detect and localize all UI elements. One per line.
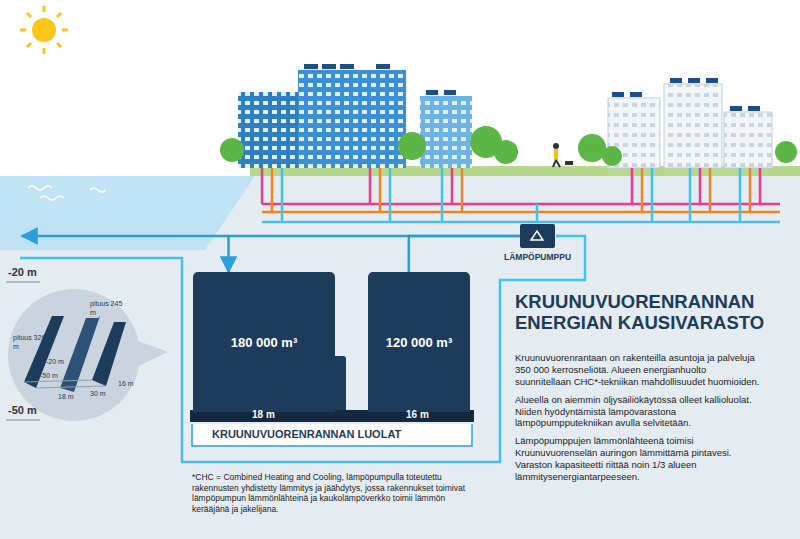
sun [20, 6, 68, 54]
dimension: 30 m [90, 390, 106, 399]
dimension: 18 m [252, 409, 275, 422]
dimension: pituus 245 m [90, 300, 124, 318]
body-text: Kruunuvuorenrantaan on rakenteilla asunt… [515, 352, 763, 388]
dimension: 16 m [118, 380, 134, 389]
dimension: -50 m [40, 372, 58, 381]
inset [8, 289, 168, 421]
body-text: Alueella on aiemmin öljysäiliökäytössä o… [515, 394, 763, 430]
lake [0, 176, 255, 250]
depth-label: -20 m [8, 266, 37, 280]
cavern-tank: 120 000 m³ [368, 272, 470, 412]
footnote: *CHC = Combined Heating and Cooling, läm… [192, 472, 484, 515]
dimension: -20 m [46, 358, 64, 367]
ground [0, 176, 800, 539]
buildings [238, 64, 772, 168]
volume-label: 120 000 m³ [386, 335, 453, 350]
dimension: 16 m [406, 409, 429, 422]
volume-label: 180 000 m³ [231, 335, 298, 350]
pipe-connector [409, 236, 520, 272]
dimension: 18 m [58, 393, 74, 402]
recycle-icon [520, 224, 555, 248]
pipe-connector [229, 236, 521, 272]
body-text: Lämpöpumppujen lämmönlähteenä toimisi Kr… [515, 435, 763, 483]
walker [553, 143, 573, 167]
heat-pump-box: LÄMPÖPUMPPU [520, 224, 555, 248]
title: KRUUNUVUORENRANNAN ENERGIAN KAUSIVARASTO [515, 292, 790, 333]
trees [220, 126, 797, 166]
group-label: KRUUNUVUORENRANNAN LUOLAT [212, 428, 401, 442]
node-label: LÄMPÖPUMPPU [504, 252, 571, 262]
dimension: pituus 326 m [13, 334, 47, 352]
text-column: Kruunuvuorenrantaan on rakenteilla asunt… [515, 352, 763, 489]
waves [28, 186, 106, 200]
cavern-tank: 180 000 m³ [193, 272, 335, 412]
depth-label: -50 m [8, 404, 37, 418]
